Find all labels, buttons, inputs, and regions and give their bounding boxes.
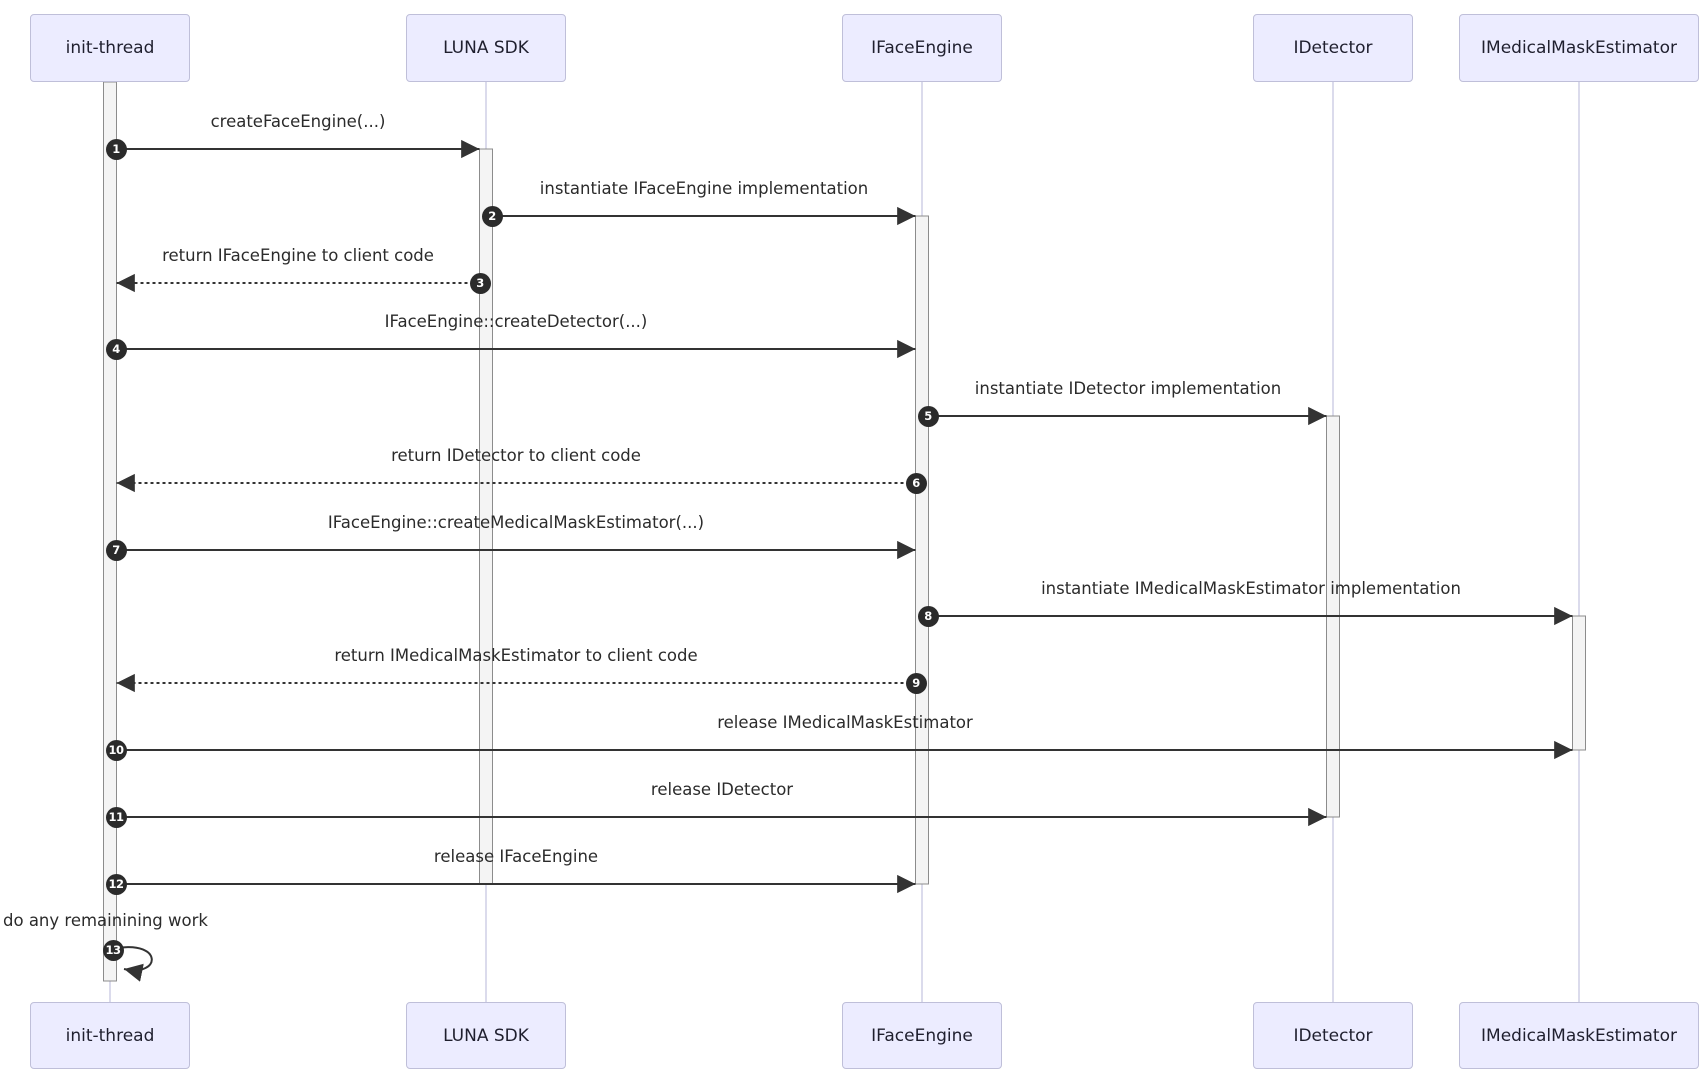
actor-box-top-idetector: IDetector — [1253, 14, 1413, 82]
sequence-number-2: 2 — [481, 205, 503, 227]
message-arrow-13-self-loop — [117, 946, 153, 982]
message-label-12: release IFaceEngine — [433, 847, 599, 866]
message-label-1: createFaceEngine(...) — [210, 112, 386, 131]
message-label-7: IFaceEngine::createMedicalMaskEstimator(… — [327, 513, 705, 532]
message-label-6: return IDetector to client code — [391, 446, 641, 465]
message-label-4: IFaceEngine::createDetector(...) — [384, 312, 648, 331]
sequence-number-11: 11 — [105, 806, 127, 828]
sequence-number-10: 10 — [105, 739, 127, 761]
sequence-number-1: 1 — [105, 138, 127, 160]
sequence-number-4: 4 — [105, 338, 127, 360]
message-label-13: do any remainining work — [3, 911, 208, 930]
actor-box-bottom-luna-sdk: LUNA SDK — [406, 1002, 566, 1069]
message-label-8: instantiate IMedicalMaskEstimator implem… — [1041, 579, 1461, 598]
message-label-2: instantiate IFaceEngine implementation — [539, 179, 869, 198]
actor-box-top-luna-sdk: LUNA SDK — [406, 14, 566, 82]
sequence-number-7: 7 — [105, 539, 127, 561]
message-label-9: return IMedicalMaskEstimator to client c… — [334, 646, 698, 665]
actor-box-top-iface-engine: IFaceEngine — [842, 14, 1002, 82]
actor-box-bottom-iface-engine: IFaceEngine — [842, 1002, 1002, 1069]
activation-bar-imedical-mask-estimator — [1572, 615, 1586, 751]
message-label-3: return IFaceEngine to client code — [162, 246, 434, 265]
actor-box-top-init-thread: init-thread — [30, 14, 190, 82]
message-label-10: release IMedicalMaskEstimator — [717, 713, 973, 732]
sequence-number-9: 9 — [905, 672, 927, 694]
actor-box-top-imedical-mask-estimator: IMedicalMaskEstimator — [1459, 14, 1699, 82]
sequence-number-12: 12 — [105, 873, 127, 895]
sequence-number-13: 13 — [102, 939, 124, 961]
message-label-11: release IDetector — [650, 780, 794, 799]
activation-bar-iface-engine — [915, 215, 929, 885]
sequence-number-3: 3 — [469, 272, 491, 294]
actor-box-bottom-idetector: IDetector — [1253, 1002, 1413, 1069]
activation-bar-init-thread — [103, 81, 117, 982]
actor-box-bottom-init-thread: init-thread — [30, 1002, 190, 1069]
actor-box-bottom-imedical-mask-estimator: IMedicalMaskEstimator — [1459, 1002, 1699, 1069]
sequence-number-6: 6 — [905, 472, 927, 494]
sequence-number-5: 5 — [917, 405, 939, 427]
message-label-5: instantiate IDetector implementation — [974, 379, 1282, 398]
sequence-number-8: 8 — [917, 605, 939, 627]
